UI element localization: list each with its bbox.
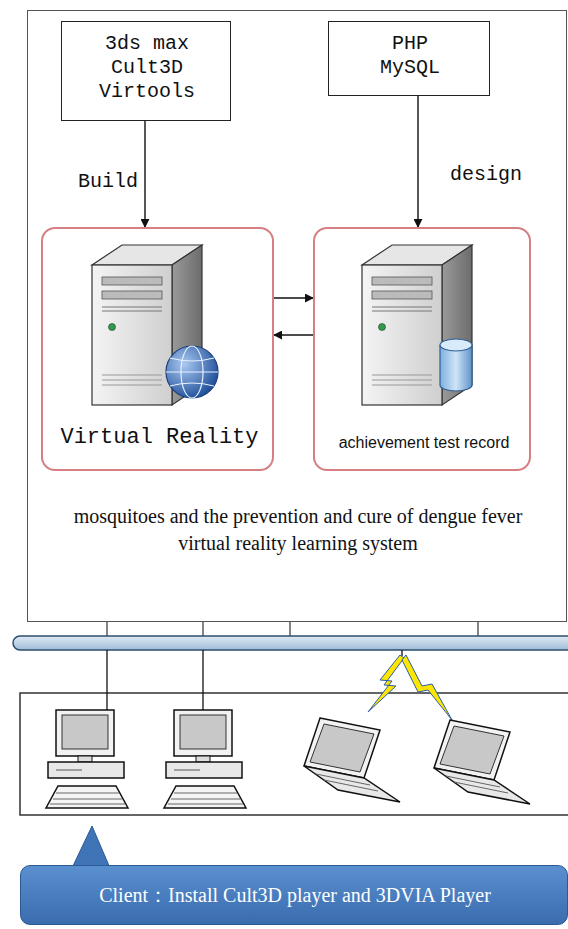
arrow-connector bbox=[274, 297, 313, 298]
arrow-connector bbox=[417, 96, 418, 227]
callout-box: Client：Install Cult3D player and 3DVIA P… bbox=[20, 865, 568, 925]
node-text: Client：Install Cult3D player and 3DVIA P… bbox=[29, 883, 561, 907]
node-text: Virtual Reality bbox=[49, 425, 270, 451]
node-text: mosquitoes and the prevention and cure o… bbox=[48, 503, 548, 557]
server-box: achievement test record bbox=[313, 227, 531, 471]
arrow-connector bbox=[144, 121, 145, 227]
node-text: 3ds max Cult3D Virtools bbox=[82, 32, 212, 104]
node-text: achievement test record bbox=[319, 433, 529, 452]
edge-label: design bbox=[448, 163, 524, 186]
edge-label: Build bbox=[76, 170, 140, 193]
node-text: PHP MySQL bbox=[365, 32, 455, 80]
system-box: mosquitoes and the prevention and cure o… bbox=[27, 10, 567, 622]
tools-box: PHP MySQL bbox=[328, 21, 490, 96]
server-box: Virtual Reality bbox=[41, 227, 274, 471]
arrow-connector bbox=[274, 334, 313, 335]
tools-box: 3ds max Cult3D Virtools bbox=[61, 21, 231, 121]
